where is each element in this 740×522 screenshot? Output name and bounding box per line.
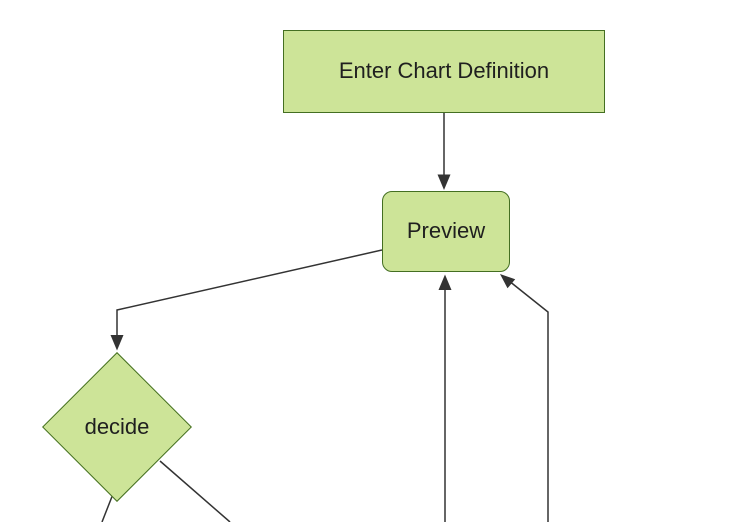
edge-decide-branch-left [101, 493, 114, 522]
arrowhead-preview-corner-icon [500, 274, 516, 289]
node-decide: decide [42, 352, 192, 502]
edge-preview-to-decide [116, 249, 383, 337]
node-enter-chart-definition: Enter Chart Definition [283, 30, 605, 113]
arrowhead-preview-top-icon [437, 174, 451, 190]
edge-decide-branch-right [159, 460, 231, 522]
node-preview-label: Preview [406, 218, 486, 244]
edge-bottom-to-preview-bent [510, 281, 549, 522]
arrowhead-decide-top-icon [110, 335, 124, 351]
node-preview: Preview [382, 191, 510, 272]
arrowhead-preview-bottom-icon [438, 274, 452, 290]
node-decide-label: decide [84, 414, 150, 439]
node-enter-chart-definition-label: Enter Chart Definition [338, 58, 550, 84]
